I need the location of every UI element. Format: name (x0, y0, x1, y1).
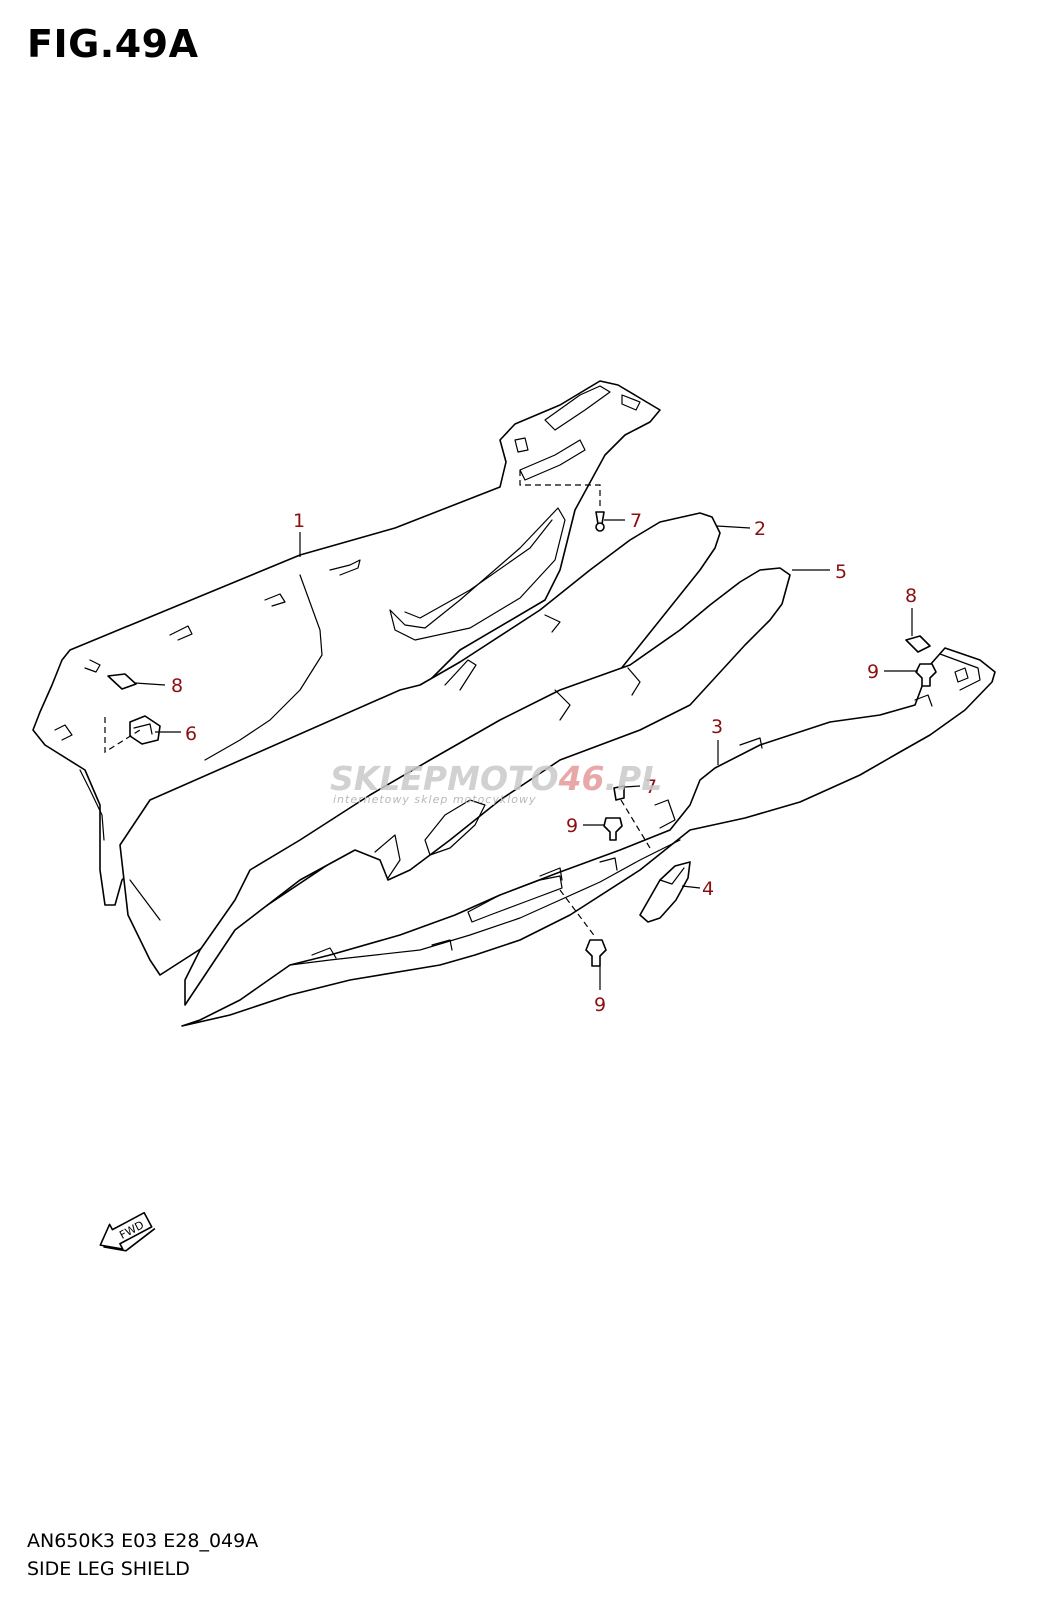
callout-7-top: 7 (630, 510, 642, 532)
watermark-sklep: SKLEP (330, 759, 447, 798)
callout-9-bottom: 9 (594, 994, 606, 1016)
watermark-tagline: internetowy sklep motocyklowy (333, 793, 537, 806)
part-9-rivet-mid[interactable] (603, 817, 623, 841)
part-7-screw-top[interactable] (595, 511, 605, 532)
part-8-nut-left[interactable] (107, 673, 137, 690)
callout-4: 4 (702, 878, 714, 900)
callout-1: 1 (293, 510, 305, 532)
callout-8-right: 8 (905, 585, 917, 607)
part-9-rivet-right[interactable] (915, 663, 937, 687)
section-name: SIDE LEG SHIELD (27, 1558, 190, 1580)
install-line-7-top (519, 470, 601, 510)
callout-9-mid: 9 (566, 815, 578, 837)
part-1-side-leg-shield[interactable] (32, 380, 661, 906)
install-line-6 (104, 717, 141, 754)
model-code: AN650K3 E03 E28_049A (27, 1530, 259, 1552)
leader-lines (134, 519, 918, 990)
part-3-lower-rail[interactable] (181, 647, 996, 1027)
callout-6: 6 (185, 723, 197, 745)
part-9-rivet-bottom[interactable] (585, 939, 607, 967)
part-4-bracket[interactable] (639, 861, 691, 923)
callout-5: 5 (835, 561, 847, 583)
callout-9-right: 9 (867, 661, 879, 683)
callout-2: 2 (754, 518, 766, 540)
part-8-nut-right[interactable] (905, 635, 931, 653)
callout-3: 3 (711, 716, 723, 738)
watermark: SKLEPMOTO46.PL internetowy sklep motocyk… (330, 759, 662, 806)
install-line-9-bottom (559, 889, 597, 939)
figure-title: FIG.49A (27, 22, 199, 66)
watermark-moto: MOTO (447, 759, 558, 798)
part-7-screw-mid[interactable] (613, 785, 625, 801)
watermark-46: 46 (558, 759, 605, 798)
svg-text:SKLEPMOTO46.PL: SKLEPMOTO46.PL (330, 759, 662, 798)
watermark-pl: .PL (605, 759, 663, 798)
fwd-arrow-icon: FWD (99, 1211, 156, 1252)
callout-8-left: 8 (171, 675, 183, 697)
callout-7-mid: 7 (645, 776, 657, 798)
part-5-floor-panel[interactable] (184, 567, 791, 1006)
